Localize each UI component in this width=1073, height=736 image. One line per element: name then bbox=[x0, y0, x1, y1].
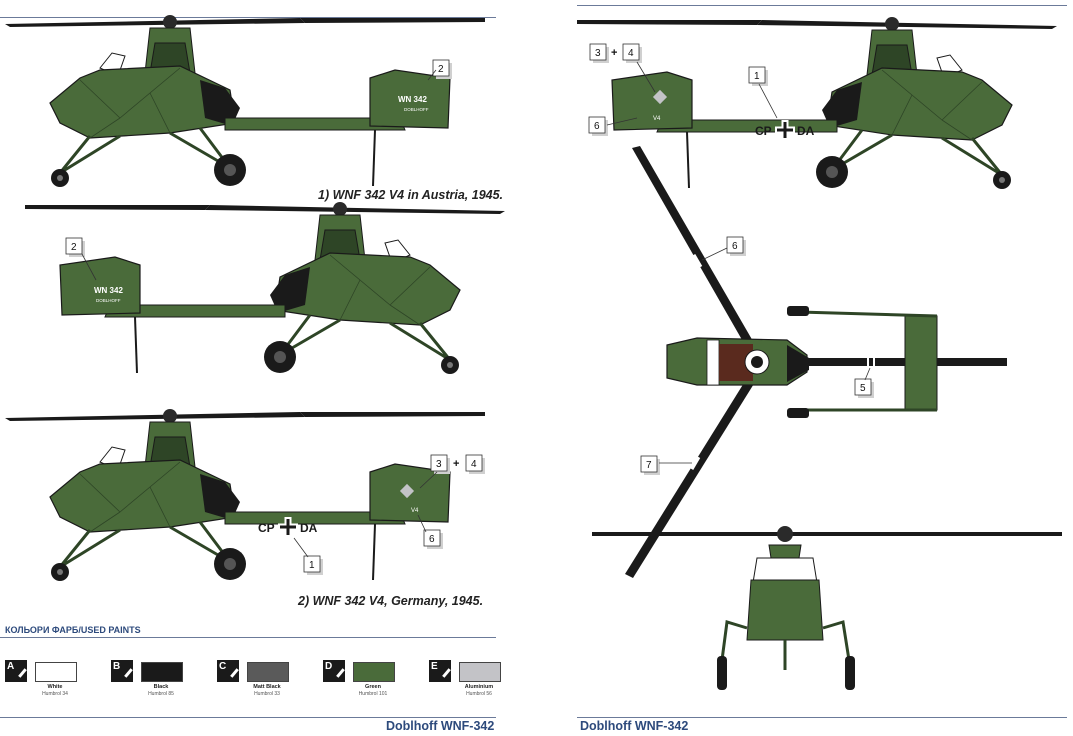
paint-a-letter: A bbox=[5, 660, 27, 682]
paint-d-letter: D bbox=[323, 660, 345, 682]
right-page: CP DA V4 3 + 4 6 1 bbox=[537, 0, 1073, 736]
paint-d-code: Humbrol 101 bbox=[358, 691, 388, 697]
austria-sub-text: DOBLHOFF bbox=[404, 107, 429, 112]
brush-icon bbox=[230, 668, 239, 678]
cross-marking-germany bbox=[278, 517, 298, 537]
germany-code-right: DA bbox=[300, 521, 318, 535]
top-rule-right bbox=[577, 5, 1067, 6]
marker-6-right-top: 6 bbox=[588, 116, 608, 136]
paint-c-name: Matt Black bbox=[253, 684, 281, 690]
germany-tail-code: V4 bbox=[411, 508, 419, 514]
marker-1-left: 1 bbox=[303, 555, 323, 575]
paint-b-swatch bbox=[141, 662, 183, 682]
plus-sign-left: + bbox=[453, 458, 459, 470]
paint-e-name: Aluminium bbox=[464, 684, 494, 690]
paint-a: A White Humbrol 34 bbox=[5, 660, 100, 700]
svg-text:6: 6 bbox=[594, 121, 600, 132]
marker-5-right: 5 bbox=[854, 378, 874, 398]
svg-text:6: 6 bbox=[429, 534, 435, 545]
brush-icon bbox=[336, 668, 345, 678]
marker-3-right: 3 bbox=[589, 43, 609, 63]
paint-d-swatch bbox=[353, 662, 395, 682]
svg-text:3: 3 bbox=[436, 459, 442, 470]
brush-icon bbox=[442, 668, 451, 678]
paints-heading: КОЛЬОРИ ФАРБ/USED PAINTS bbox=[5, 625, 141, 635]
footer-title-left: Doblhoff WNF-342 bbox=[386, 719, 495, 733]
marker-2-top: 2 bbox=[432, 59, 452, 79]
paint-a-name: White bbox=[47, 684, 63, 690]
footer-title-right: Doblhoff WNF-342 bbox=[580, 719, 689, 733]
right-tail-code: V4 bbox=[653, 116, 661, 122]
paint-e-code: Humbrol 56 bbox=[466, 691, 492, 697]
svg-text:7: 7 bbox=[646, 460, 652, 471]
paint-b-letter: B bbox=[111, 660, 133, 682]
brush-icon bbox=[124, 668, 133, 678]
paint-d: D Green Humbrol 101 bbox=[323, 660, 418, 700]
caption-germany: 2) WNF 342 V4, Germany, 1945. bbox=[298, 594, 484, 608]
plus-sign-right: + bbox=[611, 47, 617, 59]
paint-c-letter: C bbox=[217, 660, 239, 682]
marker-6-right-mid: 6 bbox=[726, 236, 746, 256]
left-illustrations: WN 342 DOBLHOFF 2 WN 342 DOBLHOFF 2 bbox=[3, 13, 507, 583]
paint-c-code: Humbrol 33 bbox=[254, 691, 280, 697]
front-view bbox=[592, 526, 1062, 690]
paint-e-letter: E bbox=[429, 660, 451, 682]
svg-text:2: 2 bbox=[438, 64, 444, 75]
right-code-right: DA bbox=[797, 124, 815, 138]
paint-c-swatch bbox=[247, 662, 289, 682]
top-view bbox=[625, 146, 1007, 578]
paint-e-swatch bbox=[459, 662, 501, 682]
svg-text:1: 1 bbox=[754, 71, 760, 82]
paint-c: C Matt Black Humbrol 33 bbox=[217, 660, 312, 700]
paints-rule bbox=[0, 637, 496, 638]
paint-b-name: Black bbox=[153, 684, 169, 690]
paint-b: B Black Humbrol 85 bbox=[111, 660, 206, 700]
cross-marking-right bbox=[775, 120, 795, 140]
marker-6-left: 6 bbox=[423, 529, 443, 549]
right-tail-diamond bbox=[652, 89, 668, 105]
svg-text:4: 4 bbox=[471, 459, 477, 470]
right-code-left: CP bbox=[755, 124, 772, 138]
svg-text:5: 5 bbox=[860, 383, 866, 394]
austria-code-text: WN 342 bbox=[398, 95, 427, 104]
top-rule bbox=[0, 17, 496, 18]
paint-a-swatch bbox=[35, 662, 77, 682]
marker-4-left: 4 bbox=[465, 454, 485, 474]
paint-a-code: Humbrol 34 bbox=[42, 691, 68, 697]
left-page: WN 342 DOBLHOFF 2 WN 342 DOBLHOFF 2 bbox=[0, 0, 536, 736]
svg-text:1: 1 bbox=[309, 560, 315, 571]
germany-code-left: CP bbox=[258, 521, 275, 535]
svg-text:3: 3 bbox=[595, 48, 601, 59]
marker-7-right: 7 bbox=[640, 455, 660, 475]
austria-mirror-sub-text: DOBLHOFF bbox=[96, 298, 121, 303]
marker-1-right: 1 bbox=[748, 66, 768, 86]
marker-3-left: 3 bbox=[430, 454, 450, 474]
blade-stripe-6 bbox=[691, 253, 703, 269]
paint-e: E Aluminium Humbrol 56 bbox=[429, 660, 524, 700]
austria-mirror-code-text: WN 342 bbox=[94, 286, 123, 295]
svg-text:2: 2 bbox=[71, 242, 77, 253]
paint-b-code: Humbrol 85 bbox=[148, 691, 174, 697]
marker-4-right: 4 bbox=[622, 43, 642, 63]
footer-rule-right bbox=[577, 717, 1067, 718]
marker-2-mid: 2 bbox=[65, 237, 85, 257]
svg-text:4: 4 bbox=[628, 48, 634, 59]
paint-d-name: Green bbox=[365, 684, 381, 690]
right-illustrations: CP DA V4 3 + 4 6 1 bbox=[575, 15, 1062, 690]
profile-germany bbox=[3, 407, 487, 583]
caption-austria: 1) WNF 342 V4 in Austria, 1945. bbox=[318, 188, 504, 202]
footer-rule-left bbox=[0, 717, 496, 718]
svg-text:6: 6 bbox=[732, 241, 738, 252]
brush-icon bbox=[18, 668, 27, 678]
blade-stripe-7 bbox=[689, 455, 701, 471]
profile-austria: WN 342 DOBLHOFF bbox=[3, 13, 487, 189]
tail-diamond bbox=[399, 483, 415, 499]
